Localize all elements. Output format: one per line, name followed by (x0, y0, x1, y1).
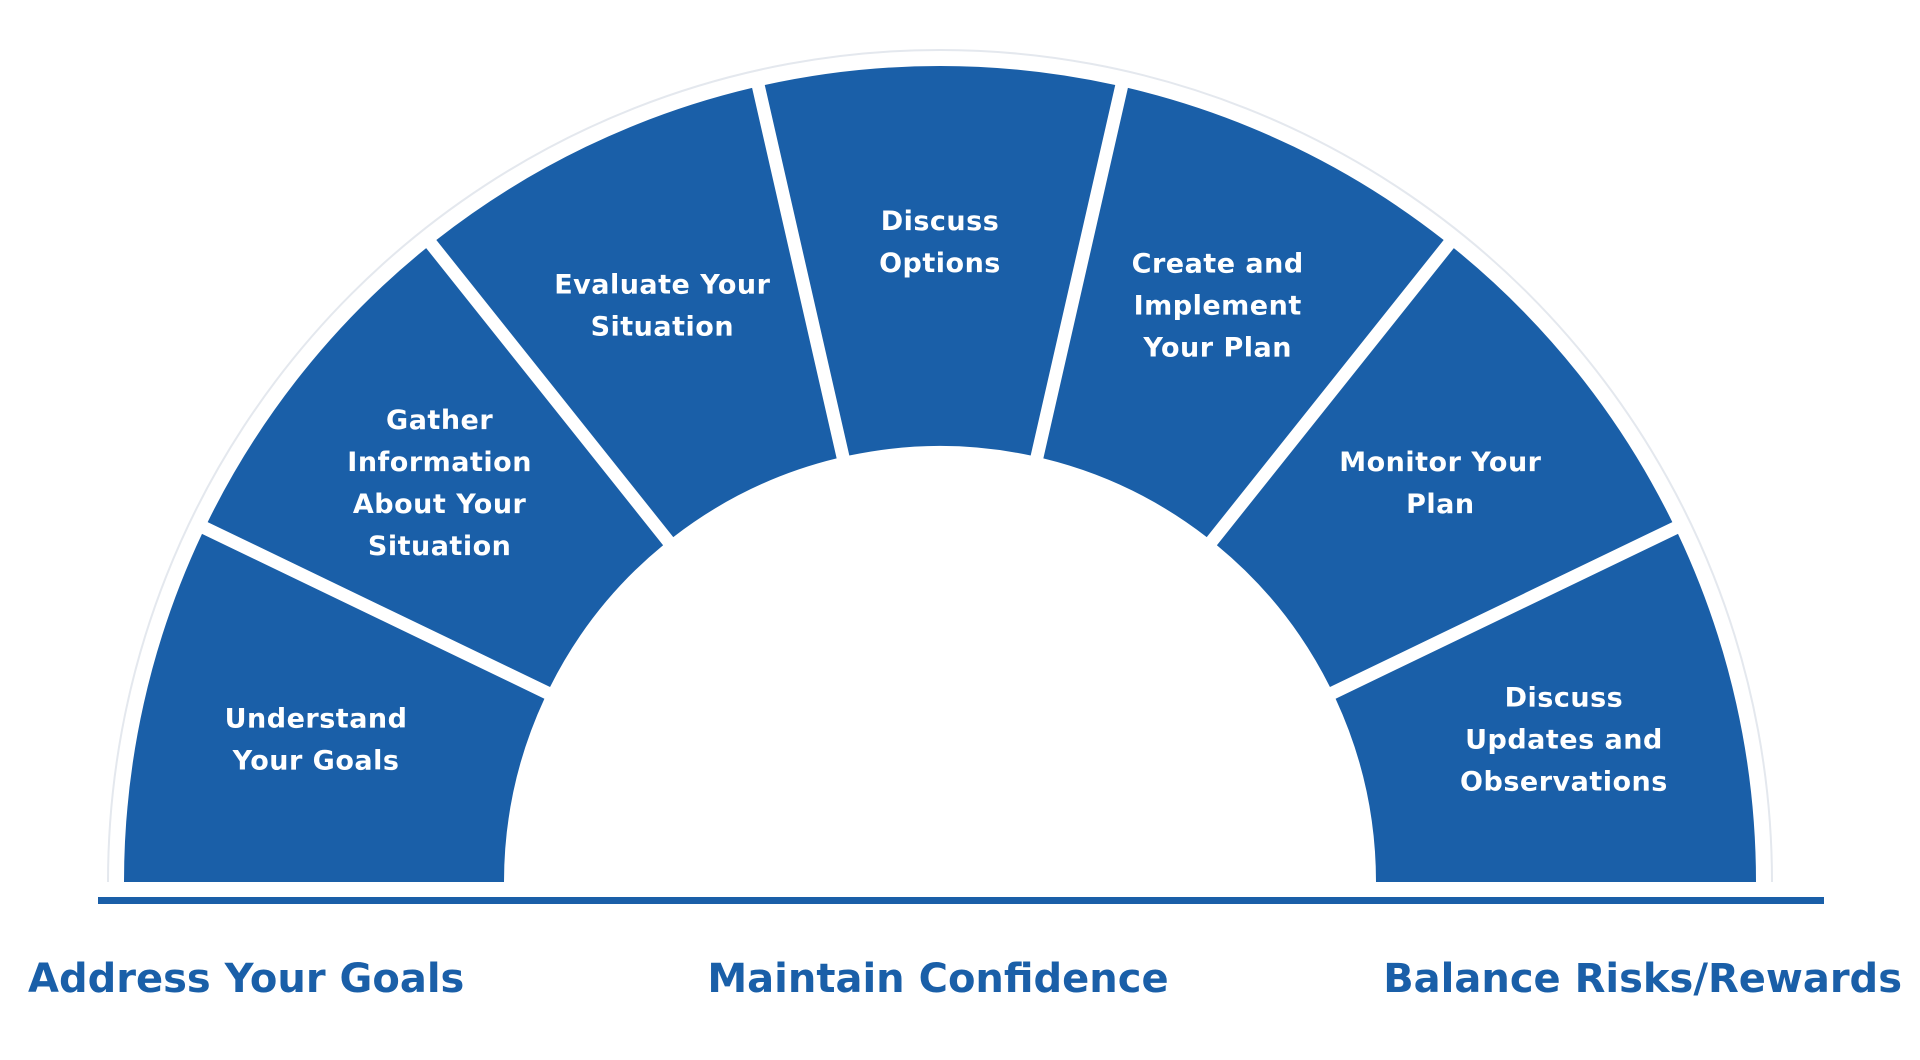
segment-evaluate-your-situation (436, 87, 837, 538)
segment-discuss-updates (1335, 533, 1756, 882)
footer-maintain-confidence: Maintain Confidence (707, 956, 1168, 1002)
label-line: Create and (1132, 248, 1304, 279)
label-line: About Your (353, 489, 527, 520)
segment-gather-information (207, 248, 664, 687)
label-line: Understand (225, 704, 408, 735)
label-line: Gather (386, 405, 493, 436)
label-line: Implement (1134, 290, 1302, 321)
label-line: Options (879, 248, 1001, 279)
segment-understand-your-goals (124, 533, 545, 882)
label-line: Situation (591, 311, 734, 342)
label-line: Evaluate Your (554, 269, 770, 300)
outer-ring-layer (107, 49, 1773, 883)
label-line: Updates and (1465, 725, 1663, 756)
outer-ring-arc (107, 49, 1773, 883)
label-line: Situation (368, 531, 511, 562)
label-line: Plan (1406, 489, 1475, 520)
label-line: Monitor Your (1339, 447, 1541, 478)
segment-create-and-implement (1043, 87, 1444, 538)
label-line: Discuss (881, 206, 1000, 237)
label-line: Discuss (1505, 683, 1624, 714)
baseline (98, 897, 1824, 904)
footer-address-your-goals: Address Your Goals (28, 956, 464, 1002)
label-line: Your Goals (232, 746, 400, 777)
label-line: Observations (1460, 767, 1668, 798)
segments-layer (124, 65, 1756, 882)
footer-balance-risks-rewards: Balance Risks/Rewards (1383, 956, 1902, 1002)
segment-discuss-options (764, 65, 1116, 456)
segment-monitor-your-plan (1216, 248, 1673, 687)
label-line: Your Plan (1142, 332, 1292, 363)
label-line: Information (347, 447, 532, 478)
